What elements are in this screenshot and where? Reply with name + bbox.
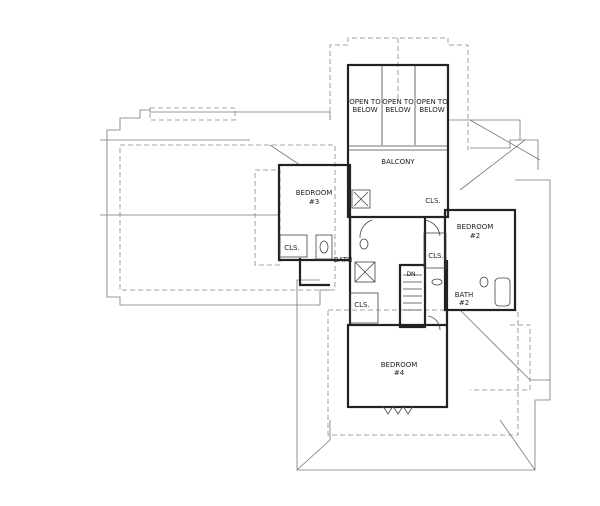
bedroom4-label: BEDROOM [381, 361, 418, 369]
bath2-number: #2 [459, 299, 469, 307]
balcony-label: BALCONY [381, 158, 415, 166]
closet-label: CLS. [428, 252, 443, 260]
roof-outlines [100, 37, 551, 471]
open-to-below-label: OPEN TO [382, 98, 414, 106]
bedroom2-label: BEDROOM [457, 223, 494, 231]
open-to-below-label: BELOW [385, 106, 410, 114]
bedroom3-label: BEDROOM [296, 189, 333, 197]
open-to-below-label: BELOW [352, 106, 377, 114]
bedroom3-number: #3 [309, 198, 319, 206]
bath2-label: BATH [455, 291, 474, 299]
bedroom4-number: #4 [394, 369, 405, 377]
open-to-below-label: BELOW [419, 106, 444, 114]
open-to-below-label: OPEN TO [416, 98, 448, 106]
room-labels: OPEN TO BELOW OPEN TO BELOW OPEN TO BELO… [284, 98, 493, 377]
open-to-below-label: OPEN TO [349, 98, 381, 106]
bath-label: BATH [334, 256, 353, 264]
stair-treads [403, 274, 422, 311]
stair-down-label: DN [406, 271, 415, 278]
walls [277, 63, 517, 415]
closet-label: CLS. [284, 244, 299, 252]
bedroom2-number: #2 [470, 232, 480, 240]
closet-label: CLS. [425, 197, 440, 205]
closet-label: CLS. [354, 301, 369, 309]
